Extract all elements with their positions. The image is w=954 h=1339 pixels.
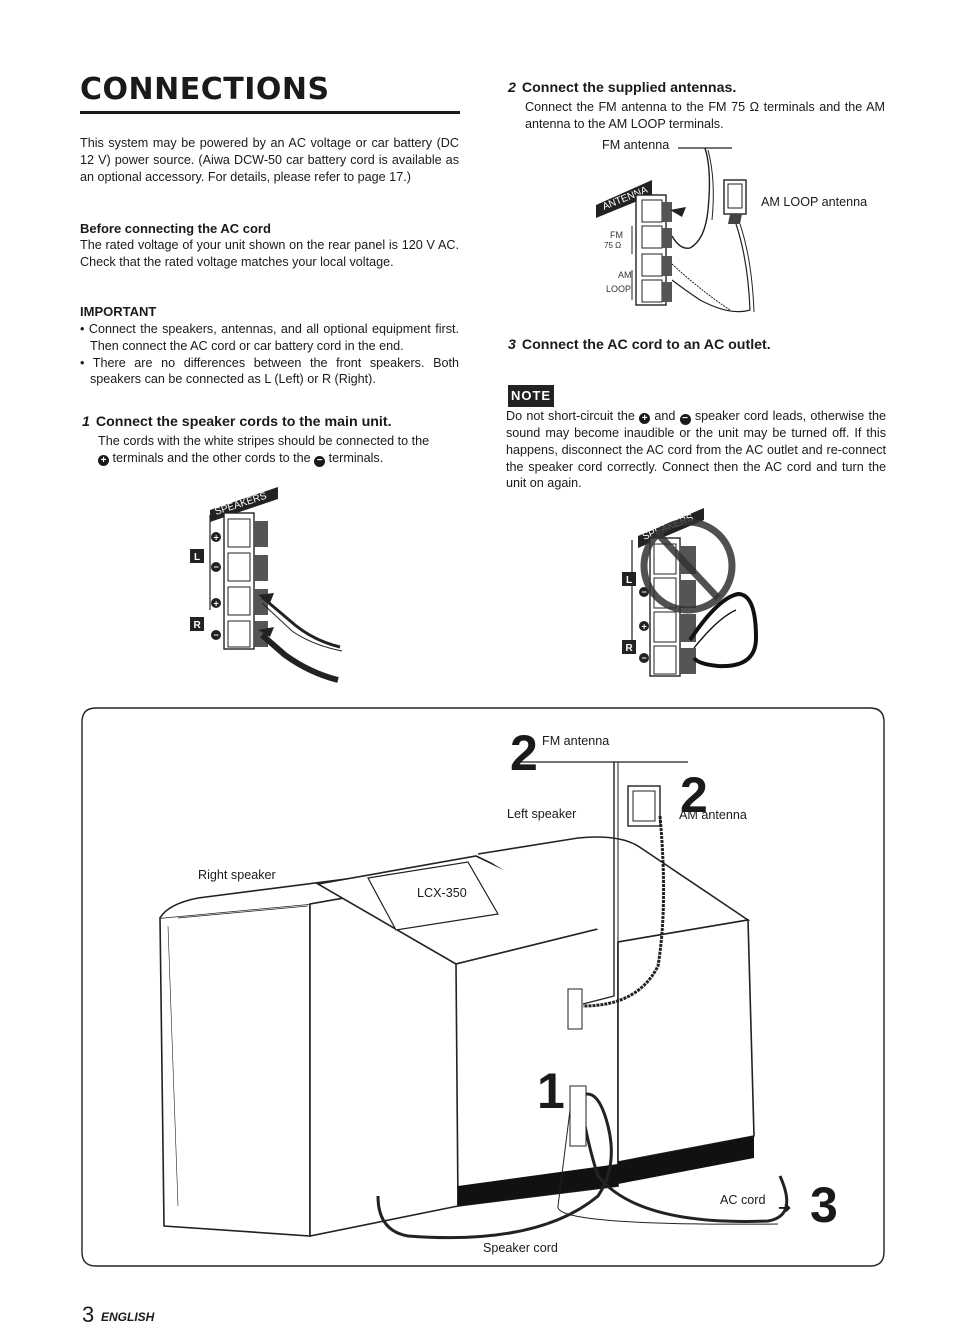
svg-text:FM: FM xyxy=(610,230,623,240)
svg-text:+: + xyxy=(214,533,219,543)
note-text-a: Do not short-circuit the xyxy=(506,409,635,423)
important-list: • Connect the speakers, antennas, and al… xyxy=(80,321,459,388)
arrow-right-icon: ➔ xyxy=(778,1200,792,1217)
system-connection-diagram xyxy=(81,707,885,1267)
step1-heading: 1 Connect the speaker cords to the main u… xyxy=(82,414,392,430)
prohibited-icon xyxy=(640,518,736,614)
step2-title: Connect the supplied antennas. xyxy=(521,80,737,96)
svg-text:+: + xyxy=(214,599,219,609)
callout-2-fm: 2 xyxy=(510,725,538,781)
antenna-terminal-figure: ANTENNA FM 75 Ω AM LOOP xyxy=(596,147,755,313)
important-bullet-1: • Connect the speakers, antennas, and al… xyxy=(80,322,459,353)
diagram-model-label: LCX-350 xyxy=(417,886,467,900)
svg-text:−: − xyxy=(642,653,647,663)
step2-heading: 2 Connect the supplied antennas. xyxy=(508,80,736,96)
step3-number: 3 xyxy=(508,337,516,353)
intro-paragraph: This system may be powered by an AC volt… xyxy=(80,136,459,184)
title-rule xyxy=(80,111,460,114)
svg-text:L: L xyxy=(194,552,200,563)
left-speaker-illustration xyxy=(477,836,755,1184)
svg-text:L: L xyxy=(626,575,632,586)
svg-text:−: − xyxy=(642,587,647,597)
step1-number: 1 xyxy=(82,414,90,430)
svg-text:R: R xyxy=(626,643,634,654)
callout-2-am: 2 xyxy=(680,767,708,823)
step2-number: 2 xyxy=(508,80,516,96)
page-title: CONNECTIONS xyxy=(80,72,330,107)
svg-text:−: − xyxy=(214,562,219,572)
svg-text:75 Ω: 75 Ω xyxy=(604,241,621,250)
note-text-b: and xyxy=(654,409,676,423)
diagram-speaker-cord-label: Speaker cord xyxy=(483,1241,558,1255)
important-heading: IMPORTANT xyxy=(80,304,157,319)
diagram-fm-antenna-label: FM antenna xyxy=(542,734,610,748)
diagram-right-speaker-label: Right speaker xyxy=(198,868,276,882)
step3-title: Connect the AC cord to an AC outlet. xyxy=(521,337,771,353)
step1-title: Connect the speaker cords to the main un… xyxy=(95,414,392,430)
note-text-c: speaker cord leads, otherwise the sound … xyxy=(506,409,887,491)
footer-language: ENGLISH xyxy=(101,1310,155,1324)
callout-1: 1 xyxy=(537,1063,565,1119)
step1-text-a: The cords with the white stripes should … xyxy=(98,434,430,448)
svg-text:+: + xyxy=(642,622,647,632)
page-number: 3 xyxy=(82,1302,95,1327)
plus-icon: + xyxy=(639,413,651,424)
svg-text:R: R xyxy=(194,620,202,631)
diagram-left-speaker-label: Left speaker xyxy=(507,807,577,821)
step1-text-b: terminals and the other cords to the xyxy=(112,450,311,465)
diagram-am-antenna-label: AM antenna xyxy=(679,808,747,822)
am-loop-antenna-label: AM LOOP antenna xyxy=(761,195,868,209)
step3-heading: 3 Connect the AC cord to an AC outlet. xyxy=(508,337,771,353)
short-circuit-warning-figure: SPEAKERS L − + R − xyxy=(622,508,759,677)
step2-text: Connect the FM antenna to the FM 75 Ω te… xyxy=(525,100,885,131)
right-speaker-illustration xyxy=(159,865,460,1237)
before-ac-heading: Before connecting the AC cord xyxy=(80,221,271,236)
plus-icon: + xyxy=(98,454,109,466)
before-ac-text: The rated voltage of your unit shown on … xyxy=(80,238,459,269)
speaker-terminal-figure: SPEAKERS + L − + R − xyxy=(190,487,343,683)
note-text: Do not short-circuit the + and − speaker… xyxy=(506,408,886,492)
svg-text:LOOP: LOOP xyxy=(606,284,631,294)
svg-text:AM: AM xyxy=(618,270,632,280)
minus-icon: − xyxy=(679,414,691,425)
step1-text-c: terminals. xyxy=(328,450,384,465)
diagram-ac-cord-label: AC cord xyxy=(720,1193,766,1207)
svg-text:−: − xyxy=(214,630,219,640)
note-badge: NOTE xyxy=(508,385,554,407)
step1-text: The cords with the white stripes should … xyxy=(98,433,460,467)
minus-icon: − xyxy=(314,455,326,467)
callout-3: 3 xyxy=(810,1177,838,1233)
fm-antenna-label: FM antenna xyxy=(602,138,670,152)
important-bullet-2: • There are no differences between the f… xyxy=(80,355,459,387)
